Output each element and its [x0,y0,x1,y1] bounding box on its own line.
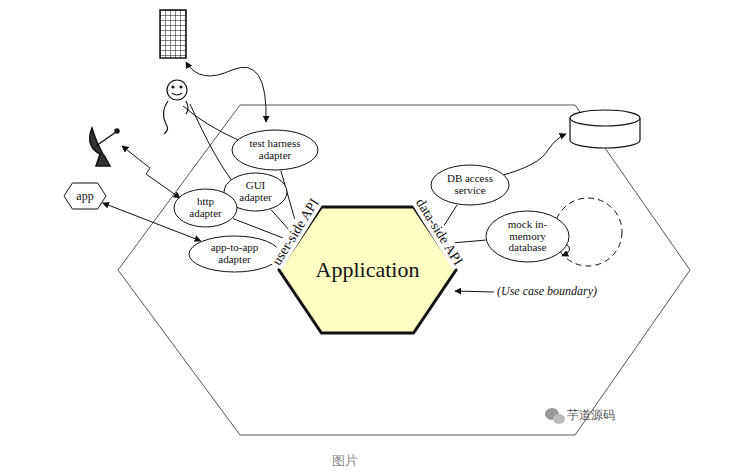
ellipse-outline [232,130,318,170]
node-text-wrap: mock in-memory database [485,210,570,263]
node-text-wrap: test harness adapter [231,129,319,171]
node-text-wrap: app-to-app adapter [188,235,281,273]
ellipse-outline [189,236,280,272]
ellipse-outline [174,189,237,227]
node-label: test harness adapter [245,138,305,161]
database-cylinder [570,110,640,148]
node-text-wrap: DB access service [430,164,510,206]
node-text-wrap: http adapter [173,188,238,228]
adapter-ellipse: app-to-app adapter [188,235,281,273]
node-label: mock in-memory database [499,219,557,254]
grid-icon [160,10,186,58]
node-label: DB access service [443,173,497,196]
node-label: GUI adapter [235,180,277,203]
app-hexagon: app [63,182,107,210]
adapter-ellipse: test harness adapter [231,129,319,171]
service-ellipse: DB access service [430,164,510,206]
caption: 图片 [332,452,358,470]
node-label: app [76,190,93,203]
watermark: 芋道源码 [567,407,615,424]
wire [122,62,570,292]
watermark-icon [545,408,565,424]
node-label: Application [316,258,420,281]
adapter-ellipse: http adapter [173,188,238,228]
satellite-dish-icon [90,128,119,166]
node-label: http adapter [185,196,227,219]
ellipse-outline [431,165,509,205]
ellipse-outline [486,211,569,262]
node-label: app-to-app adapter [203,242,267,265]
database-ellipse: mock in-memory database [485,210,570,263]
node-text-wrap: app [63,182,107,210]
outer-hexagon [118,105,690,435]
hexagon-outline [64,183,106,209]
boundary-label: (Use case boundary) [497,284,597,299]
